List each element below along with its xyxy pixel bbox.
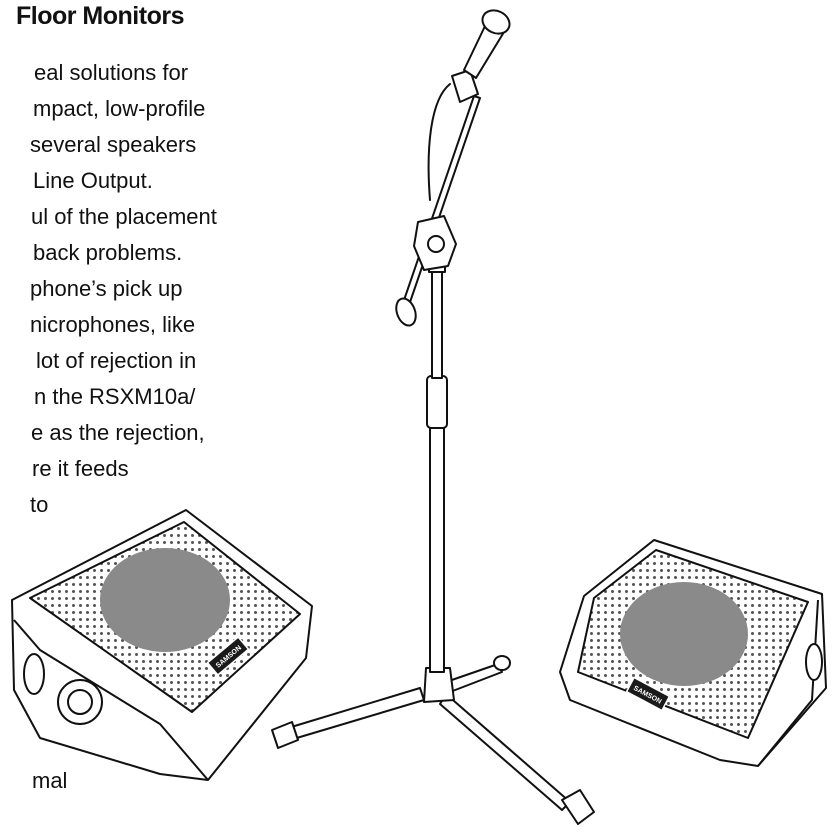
monitor-left-handle <box>23 653 45 695</box>
floor-monitor-right: SAMSON <box>559 539 827 767</box>
tripod-leg-right <box>439 693 571 811</box>
monitor-right-side-edge <box>757 599 819 767</box>
monitor-left-side-edge <box>13 619 209 781</box>
tripod-foot-right <box>561 789 595 825</box>
monitor-right-woofer <box>620 582 748 686</box>
monitor-right-badge <box>625 676 671 712</box>
monitor-left-woofer <box>100 548 230 652</box>
mic-clip <box>451 69 479 103</box>
microphone-stand <box>271 9 595 825</box>
stand-upper-tube <box>431 265 443 379</box>
monitor-left-badge <box>206 636 250 676</box>
stand-clutch <box>426 375 448 429</box>
tripod-foot-back <box>493 655 511 671</box>
boom-clamp-knob <box>427 235 445 253</box>
mic-head <box>481 9 511 35</box>
floor-monitor-left: SAMSON <box>11 509 313 781</box>
tripod-foot-left <box>271 721 299 749</box>
monitor-left-connector-inner <box>67 689 93 715</box>
tripod-leg-left <box>287 687 425 741</box>
mic-cable <box>427 83 451 201</box>
tripod-leg-back <box>445 663 503 693</box>
tripod-hub <box>423 667 455 703</box>
section-heading: Floor Monitors <box>16 2 184 30</box>
monitor-right-handle <box>805 643 823 681</box>
boom-counterweight <box>395 297 417 327</box>
